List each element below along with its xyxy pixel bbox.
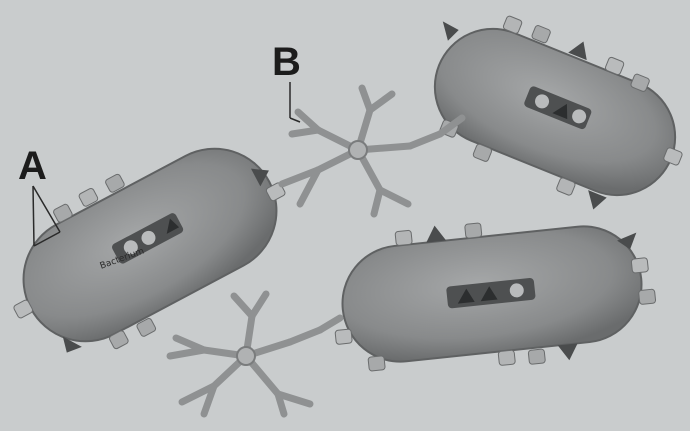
antibody-complex-b [282, 88, 462, 214]
label-a: A [18, 146, 47, 186]
antibody-lower-hub [237, 347, 255, 365]
label-b: B [272, 42, 301, 82]
bacterium-cell-3 [325, 203, 661, 384]
antibody-b-hub [349, 141, 367, 159]
bacterium-cell-2 [399, 0, 690, 233]
bacterium-cell-1 [0, 109, 314, 385]
